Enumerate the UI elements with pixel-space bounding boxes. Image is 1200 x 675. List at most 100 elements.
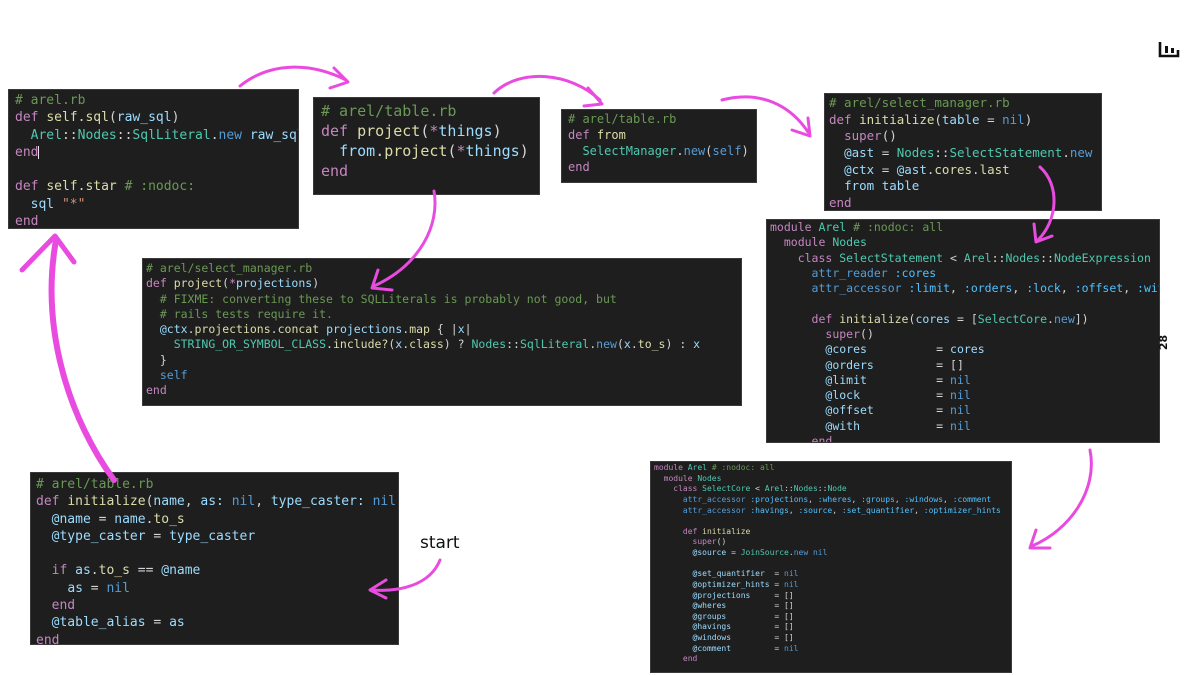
code-token: cores <box>915 311 951 326</box>
code-token <box>770 266 812 280</box>
code-token: :: <box>991 250 1006 265</box>
code-token <box>146 337 174 351</box>
code-line: end <box>36 632 393 644</box>
code-line: @groups = [] <box>654 612 1008 623</box>
code-token: project <box>173 276 223 291</box>
code-token: @ctx <box>159 322 188 337</box>
code-token: :: <box>784 484 794 494</box>
code-token <box>242 128 250 143</box>
code-token: Nodes <box>1005 250 1041 265</box>
code-token: [ <box>970 311 978 326</box>
code-token: @havings <box>692 622 732 632</box>
code-token: ) <box>396 494 398 509</box>
code-token: project <box>384 141 448 160</box>
code-token: , <box>1060 281 1075 296</box>
code-token: = <box>866 342 951 357</box>
code-token: Nodes <box>471 337 507 352</box>
code-token: def <box>811 311 840 326</box>
code-token: sql <box>30 196 55 212</box>
code-token: [] <box>784 601 794 611</box>
code-token: @windows <box>692 633 732 642</box>
code-token: . <box>926 161 935 177</box>
code-token: raw_sql <box>116 110 172 126</box>
code-token: x <box>457 322 465 337</box>
code-token <box>654 601 693 610</box>
code-token: @type_caster <box>51 528 146 544</box>
code-token: # arel.rb <box>15 93 86 108</box>
code-token: ( <box>388 337 396 352</box>
text-cursor <box>38 145 40 159</box>
code-line: end <box>36 597 393 614</box>
code-line: # arel.rb <box>15 92 292 109</box>
code-token: nil <box>950 372 971 387</box>
code-line: @with = nil <box>770 419 1156 434</box>
code-token <box>365 494 373 509</box>
code-token: :orders <box>963 281 1013 296</box>
code-token <box>770 251 798 265</box>
code-token <box>654 484 673 493</box>
code-token <box>654 580 693 589</box>
code-token: [] <box>950 357 964 372</box>
code-line: @offset = nil <box>770 403 1156 418</box>
code-token: Nodes <box>832 235 867 250</box>
code-token: self.sql <box>46 110 109 126</box>
code-token: ( <box>222 276 230 291</box>
code-token <box>36 529 52 544</box>
code-line <box>654 516 1008 527</box>
code-token: . <box>788 548 794 557</box>
code-token: class <box>673 484 703 494</box>
code-token: attr_accessor <box>682 505 746 515</box>
code-token: , <box>914 505 924 515</box>
code-token: < <box>943 250 964 265</box>
code-token: = <box>979 111 1003 127</box>
code-token: , <box>788 505 799 515</box>
code-token: Nodes <box>77 127 117 143</box>
code-line: # arel/select_manager.rb <box>829 95 1097 112</box>
code-token: cores <box>950 342 985 357</box>
code-token: :: <box>1040 250 1054 265</box>
arrow-7 <box>48 237 117 483</box>
code-line: end <box>146 383 738 398</box>
code-token: end <box>829 194 852 210</box>
code-token <box>54 197 62 212</box>
code-token: [] <box>784 622 794 632</box>
code-token <box>568 144 582 158</box>
code-line: attr_accessor :havings, :source, :set_qu… <box>654 506 1008 517</box>
code-token: end <box>811 433 833 443</box>
code-token: self.star <box>46 179 117 195</box>
code-token: SqlLiteral <box>519 337 590 352</box>
code-token: module <box>654 463 688 472</box>
code-token <box>654 591 693 600</box>
code-line: @havings = [] <box>654 622 1008 633</box>
code-token: @lock <box>825 388 861 403</box>
code-token: super <box>825 326 861 341</box>
code-token: def <box>682 526 703 536</box>
code-token: new <box>1053 311 1075 326</box>
code-token: @orders <box>825 357 874 372</box>
code-line: def from <box>568 128 750 144</box>
code-token: = <box>873 403 951 418</box>
code-token: . <box>90 563 99 579</box>
code-line: end <box>654 654 1008 665</box>
code-token: () <box>881 128 897 144</box>
code-line: self <box>146 368 738 383</box>
code-token: @with <box>825 418 861 433</box>
code-token: SelectStatement <box>949 144 1063 160</box>
code-token <box>770 281 812 295</box>
code-token: :set_quantifier <box>841 505 915 515</box>
panel-select-core: module Arel # :nodoc: all module Nodes c… <box>650 461 1012 673</box>
code-token: . <box>375 141 385 160</box>
code-token: # arel/table.rb <box>321 102 457 120</box>
code-token: [] <box>784 590 794 600</box>
code-token: initialize <box>67 494 146 510</box>
code-token: things <box>465 141 520 160</box>
code-token: = <box>860 418 951 433</box>
code-token: :: <box>116 127 133 143</box>
code-token <box>874 178 882 193</box>
code-token: . <box>589 337 597 352</box>
code-token <box>36 563 52 578</box>
code-token: * <box>429 121 439 140</box>
code-line: attr_accessor :projections, :wheres, :gr… <box>654 495 1008 506</box>
